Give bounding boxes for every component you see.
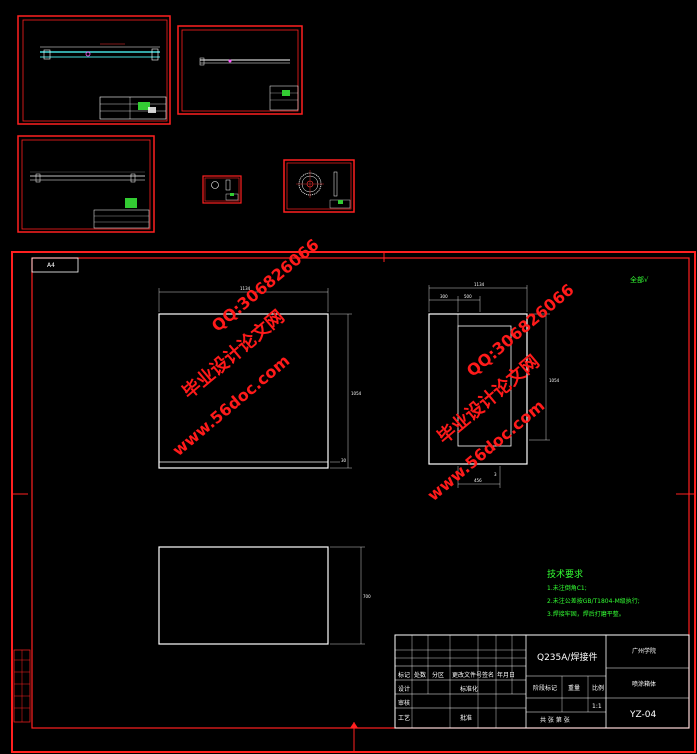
side-height-dim: 1054 [549, 378, 560, 383]
tb-stage-mark: 阶段标记 [533, 684, 557, 692]
tech-req-title: 技术要求 [547, 568, 583, 580]
bottom-height-dim: 700 [363, 594, 371, 599]
front-height-dim: 1054 [351, 391, 362, 396]
side-s1-dim: 2 [461, 472, 464, 477]
tech-requirements: 技术要求 1.未注倒角C1; 2.未注公差按GB/T1804-M级执行; 3.焊… [547, 568, 640, 618]
tb-header-fenqu: 分区 [432, 671, 444, 679]
side-view: 1134 300 500 1054 456 2 3 [428, 282, 560, 488]
tb-row-sheji: 设计 [398, 685, 410, 693]
side-left-dim: 300 [440, 294, 448, 299]
tb-approve: 批准 [460, 714, 472, 722]
thumbnail-sheet-1[interactable] [17, 15, 171, 125]
watermark-left: www.56doc.com 毕业设计论文网 QQ:306826066 [169, 235, 323, 460]
bottom-view: 700 [158, 546, 371, 645]
thumbnail-sheet-3[interactable] [17, 135, 155, 233]
tb-row-biaoji: 标记 [398, 671, 410, 679]
tech-req-item-1: 1.未注倒角C1; [547, 584, 587, 592]
tb-drawing-no: YZ-04 [629, 710, 656, 720]
front-small-dim: 30 [341, 458, 347, 463]
tb-weight: 重量 [568, 684, 580, 692]
tb-scale-label: 比例 [592, 684, 604, 692]
roughness-note: 全部√ [630, 275, 649, 284]
tb-scale: 1:1 [592, 703, 602, 710]
side-width-dim: 1134 [474, 282, 485, 287]
tb-part-name: 喷涂箱体 [632, 680, 656, 688]
thumbnail-sheet-4[interactable] [202, 175, 242, 204]
side-mid-dim: 500 [464, 294, 472, 299]
tb-header-genggai: 更改文件号 [452, 671, 482, 679]
tb-material: Q235A/焊接件 [537, 651, 597, 663]
tb-row-shenhe: 审核 [398, 699, 410, 707]
tb-sheet-info: 共 张 第 张 [540, 716, 570, 724]
front-view: 1134 1054 30 [158, 286, 362, 469]
tb-header-nianyueri: 年月日 [497, 671, 515, 679]
tech-req-item-2: 2.未注公差按GB/T1804-M级执行; [547, 597, 640, 605]
side-s2-dim: 3 [494, 472, 497, 477]
front-width-dim: 1134 [240, 286, 251, 291]
tb-row-gongyi: 工艺 [398, 714, 410, 722]
tech-req-item-3: 3.焊接牢固，焊后打磨平整。 [547, 610, 625, 618]
tb-header-chushu: 处数 [414, 671, 426, 679]
main-sheet [11, 251, 696, 753]
tb-company: 广州学院 [632, 647, 656, 655]
sheet-tag-label: A4 [47, 262, 55, 269]
side-bottom-dim: 456 [474, 478, 482, 483]
tb-standardize: 标准化 [460, 685, 478, 693]
thumbnail-sheet-5[interactable] [283, 159, 355, 213]
tb-header-qianming: 签名 [482, 671, 494, 679]
sheet-tag: A4 [31, 257, 79, 273]
thumbnail-sheet-2[interactable] [177, 25, 303, 115]
title-block: 处数 分区 更改文件号 签名 年月日 标记 设计 审核 工艺 标准化 批准 Q2… [394, 634, 690, 729]
